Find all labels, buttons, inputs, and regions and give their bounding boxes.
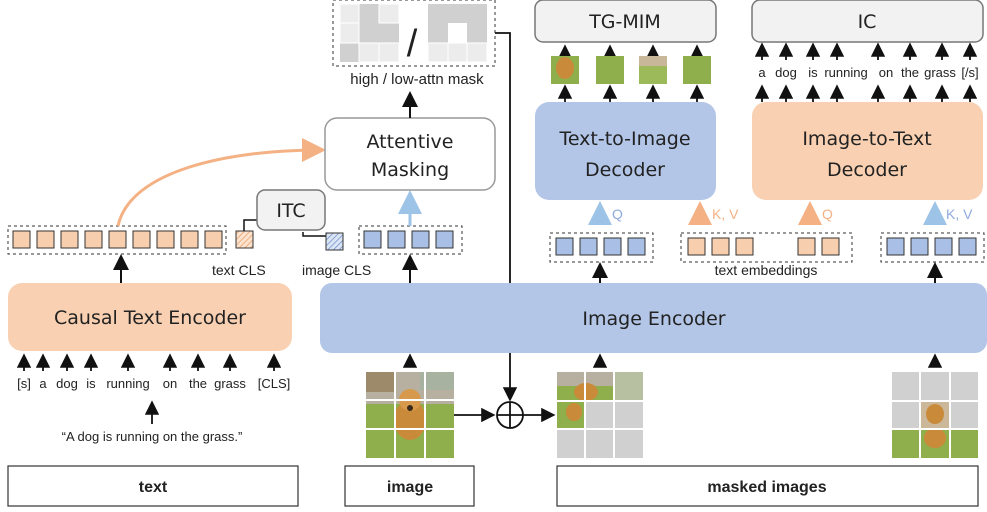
t2i-label-1: Text-to-Image bbox=[558, 128, 690, 150]
caption-token: a bbox=[758, 65, 766, 80]
text-token bbox=[84, 230, 103, 249]
input-token: [s] bbox=[17, 376, 31, 391]
t2i-label-2: Decoder bbox=[585, 159, 665, 181]
mask-slash: / bbox=[407, 23, 418, 65]
image-token bbox=[363, 230, 382, 249]
low-attn-mask-grid bbox=[427, 4, 488, 63]
text-embedding-row bbox=[680, 232, 853, 263]
image-section-box bbox=[344, 465, 475, 507]
combine-plus-icon bbox=[496, 401, 524, 429]
input-token: a bbox=[39, 376, 47, 391]
text-to-image-decoder bbox=[535, 102, 716, 200]
input-token: dog bbox=[56, 376, 78, 391]
ic-box bbox=[751, 0, 984, 43]
caption-token: running bbox=[824, 65, 867, 80]
text-embedding-squares bbox=[687, 237, 840, 256]
itc-box bbox=[256, 189, 326, 231]
input-image bbox=[366, 372, 454, 458]
input-token: is bbox=[86, 376, 96, 391]
text-section-label: text bbox=[139, 479, 168, 496]
text-token bbox=[108, 230, 127, 249]
text-token bbox=[132, 230, 151, 249]
input-token: [CLS] bbox=[258, 376, 291, 391]
image-section-label: image bbox=[387, 479, 433, 496]
image-cls-label: image CLS bbox=[302, 262, 371, 278]
itc-label: ITC bbox=[276, 200, 305, 222]
reconstructed-patches bbox=[551, 44, 711, 102]
input-tokens: [s] a dog is running on the grass [CLS] bbox=[17, 376, 290, 391]
causal-text-encoder bbox=[8, 283, 292, 351]
masked-token-squares-2 bbox=[886, 237, 977, 256]
mask-caption: high / low-attn mask bbox=[350, 71, 484, 88]
image-encoder-label: Image Encoder bbox=[582, 308, 725, 330]
caption-token: on bbox=[879, 65, 893, 80]
caption-tokens: a dog is running on the grass [/s] bbox=[758, 65, 978, 80]
image-token-squares bbox=[363, 230, 454, 249]
text-cls-token bbox=[235, 230, 254, 249]
text-token bbox=[60, 230, 79, 249]
input-token-arrows bbox=[16, 353, 282, 371]
text-token bbox=[36, 230, 55, 249]
caption-token: [/s] bbox=[961, 65, 978, 80]
ic-label: IC bbox=[858, 11, 877, 33]
tg-mim-box bbox=[534, 0, 717, 43]
image-to-text-decoder bbox=[752, 102, 983, 200]
caption-arrows bbox=[754, 42, 978, 102]
text-cls-label: text CLS bbox=[212, 262, 266, 278]
high-attn-mask-grid bbox=[339, 3, 400, 63]
text-token bbox=[180, 230, 199, 249]
kv-label-2: K, V bbox=[946, 206, 973, 222]
i2t-label-2: Decoder bbox=[827, 159, 907, 181]
image-encoder bbox=[320, 283, 987, 353]
q-label-2: Q bbox=[822, 206, 833, 222]
caption-token: the bbox=[901, 65, 919, 80]
image-cls-token bbox=[325, 232, 344, 251]
i2t-label-1: Image-to-Text bbox=[802, 128, 931, 150]
attentive-masking-label-1: Attentive bbox=[367, 131, 454, 153]
kv-label-1: K, V bbox=[712, 206, 739, 222]
text-section-box bbox=[7, 465, 299, 507]
text-token bbox=[204, 230, 223, 249]
text-embeddings-label: text embeddings bbox=[715, 262, 818, 278]
image-token bbox=[387, 230, 406, 249]
mask-flow-line bbox=[495, 32, 518, 402]
masked-images-section-label: masked images bbox=[707, 479, 826, 496]
input-token: grass bbox=[214, 376, 246, 391]
text-token bbox=[12, 230, 31, 249]
attentive-masking-label-2: Masking bbox=[371, 159, 449, 181]
causal-text-encoder-label: Causal Text Encoder bbox=[54, 307, 246, 329]
masked-images-section-box bbox=[556, 465, 979, 507]
masked-image-2 bbox=[892, 372, 978, 458]
caption-token: is bbox=[808, 65, 818, 80]
caption-token: grass bbox=[924, 65, 956, 80]
masked-token-squares-1 bbox=[555, 237, 646, 256]
input-sentence: “A dog is running on the grass.” bbox=[62, 429, 243, 444]
input-token: the bbox=[189, 376, 207, 391]
text-attention-arrow bbox=[116, 138, 326, 227]
tg-mim-label: TG-MIM bbox=[588, 11, 661, 33]
input-token: on bbox=[163, 376, 177, 391]
image-token bbox=[411, 230, 430, 249]
text-token-squares bbox=[12, 230, 223, 249]
image-token bbox=[435, 230, 454, 249]
input-token: running bbox=[106, 376, 149, 391]
caption-token: dog bbox=[775, 65, 797, 80]
text-token bbox=[156, 230, 175, 249]
masked-image-1 bbox=[557, 372, 643, 458]
q-label-1: Q bbox=[612, 206, 623, 222]
